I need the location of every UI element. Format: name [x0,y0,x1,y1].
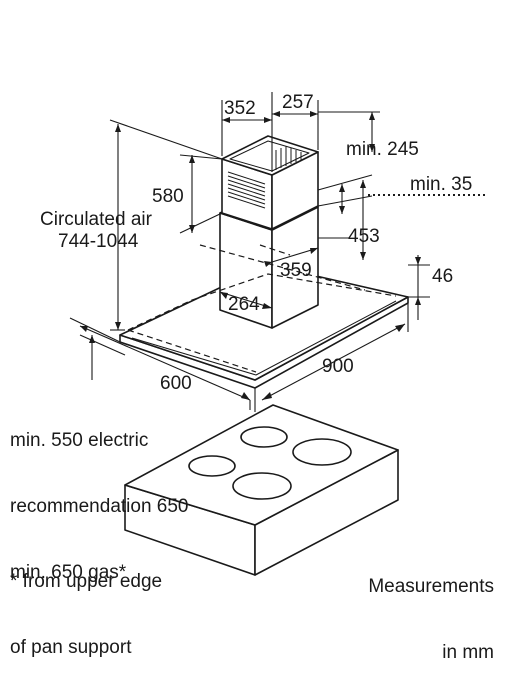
footnote-line-1: * from upper edge [10,571,163,592]
cooker-hood-dimension-diagram: 352 257 580 min. 245 min. 35 453 359 264… [40,92,488,576]
label-46: 46 [432,266,453,287]
label-359: 359 [280,260,312,281]
label-257: 257 [282,92,314,113]
label-circulated-air: Circulated air [40,209,153,230]
cooktop-top-surface [124,404,399,526]
label-264: 264 [228,294,260,315]
units-line-2: in mm [442,642,494,663]
duct-hidden-center [259,244,291,256]
clearance-gas: min. 650 gas* [10,562,127,583]
hood-inner-rim [131,300,397,376]
units-line-1: Measurements [368,576,494,597]
label-900: 900 [322,356,354,377]
cooktop [124,404,399,576]
units-note: Measurements in mm [340,532,494,686]
hidden-lines [127,244,397,373]
footnote: * from upper edge of pan support [10,527,162,681]
clearance-electric: min. 550 electric [10,430,149,451]
clearance-recommendation: recommendation 650 [10,496,189,517]
label-circulated-air-range: 744-1044 [58,231,139,252]
dim-359 [271,247,319,263]
cooktop-burner-rear-right [292,438,352,466]
dimension-labels: 352 257 580 min. 245 min. 35 453 359 264… [40,92,472,394]
hood-hidden-outline [127,273,397,331]
clearance-notes: min. 550 electric recommendation 650 min… [10,386,189,606]
dim-900 [261,323,406,401]
vent-grille-right [275,146,302,170]
upper-chimney-inner-opening [229,140,310,172]
cooktop-burner-front-right [232,472,292,500]
label-580: 580 [152,186,184,207]
label-min-245: min. 245 [346,139,419,160]
footnote-line-2: of pan support [10,637,132,658]
cooktop-burner-rear-left [240,426,288,448]
vent-grille-left [227,171,266,209]
dim-600 [79,325,251,401]
dimension-arrowheads [80,111,421,400]
label-600: 600 [160,373,192,394]
cooktop-burner-front-left [188,455,236,477]
label-min-35: min. 35 [410,174,472,195]
hood-hidden-front [127,329,257,373]
upper-chimney [221,135,319,230]
duct-hidden-centerline [199,244,366,291]
label-453: 453 [348,226,380,247]
label-352: 352 [224,98,256,119]
